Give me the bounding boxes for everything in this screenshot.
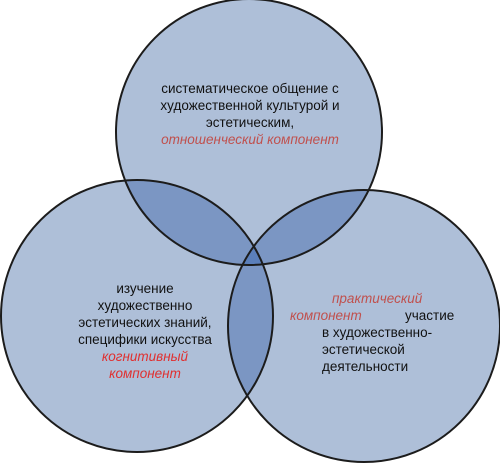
left-circle-text: изучение художественно эстетических знан… — [40, 280, 250, 382]
top-line-2: художественной культурой и — [160, 98, 340, 113]
right-line-4: деятельности — [322, 359, 409, 374]
left-line-1: изучение — [116, 281, 174, 296]
right-line-2: в художественно- — [322, 325, 433, 340]
top-line-3: эстетическим, — [205, 115, 295, 130]
right-line-1: участие — [405, 308, 455, 323]
top-line-1: систематическое общение с — [161, 81, 339, 96]
left-accent-label-2: компонент — [109, 366, 181, 381]
right-accent-label-2: компонент — [290, 308, 362, 323]
circle-right — [228, 190, 500, 462]
overlap-top-left — [116, 180, 273, 265]
right-accent-label-1: практический — [332, 291, 423, 306]
left-accent-label-1: когнитивный — [101, 349, 189, 364]
left-line-2: художественно — [97, 298, 193, 313]
top-circle-text: систематическое общение с художественной… — [120, 80, 380, 148]
left-line-3: эстетических знаний, — [78, 315, 212, 330]
right-circle-text: практический компонент участие в художес… — [290, 290, 485, 375]
left-line-4: специфики искусства — [78, 332, 212, 347]
top-accent-label: отношенческий компонент — [161, 132, 339, 147]
right-line-3: эстетической — [322, 342, 405, 357]
